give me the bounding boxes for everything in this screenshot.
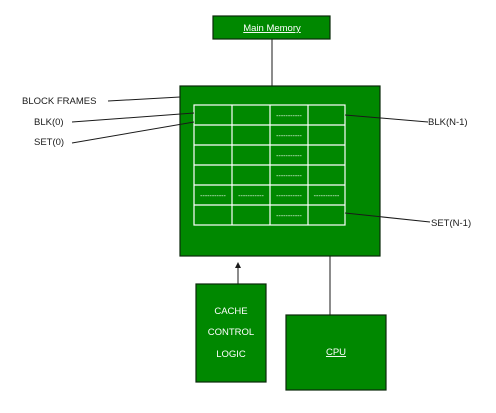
grid-cell-dashes: ----------- bbox=[276, 153, 302, 160]
block-frames-leader bbox=[107, 96, 181, 102]
block-frames-label: BLOCK FRAMES bbox=[22, 96, 96, 107]
arrowhead-icon bbox=[235, 262, 241, 268]
set0-leader bbox=[71, 121, 195, 144]
main-memory-label: Main Memory bbox=[243, 23, 301, 34]
cache-control-line-3: LOGIC bbox=[216, 349, 246, 360]
grid-cell-dashes: ----------- bbox=[276, 193, 302, 200]
cpu-label: CPU bbox=[326, 347, 346, 358]
grid-cell-dashes: ----------- bbox=[238, 193, 264, 200]
cache-control-line-1: CACHE bbox=[214, 306, 247, 317]
blk0-label: BLK(0) bbox=[34, 117, 64, 128]
setn-leader bbox=[344, 212, 431, 223]
grid-cell-dashes: ----------- bbox=[314, 193, 340, 200]
grid-cell-dashes: ----------- bbox=[276, 133, 302, 140]
grid-cell-dashes: ----------- bbox=[276, 213, 302, 220]
blk0-leader bbox=[71, 112, 195, 123]
blkn-leader bbox=[344, 114, 429, 123]
setn-label: SET(N-1) bbox=[431, 218, 471, 229]
cache-control-line-2: CONTROL bbox=[208, 327, 254, 338]
block-frame-grid: ----------- ----------- ----------- -------… bbox=[193, 104, 346, 226]
cache-box bbox=[179, 85, 381, 257]
main-memory-box: Main Memory bbox=[212, 15, 331, 40]
grid-cell-dashes: ----------- bbox=[276, 113, 302, 120]
blkn-label: BLK(N-1) bbox=[428, 117, 468, 128]
cpu-box: CPU bbox=[285, 314, 387, 391]
grid-cell-dashes: ----------- bbox=[276, 173, 302, 180]
set0-label: SET(0) bbox=[34, 137, 64, 148]
grid-cell-dashes: ----------- bbox=[200, 193, 226, 200]
cache-control-logic-box: CACHE CONTROL LOGIC bbox=[195, 283, 267, 383]
